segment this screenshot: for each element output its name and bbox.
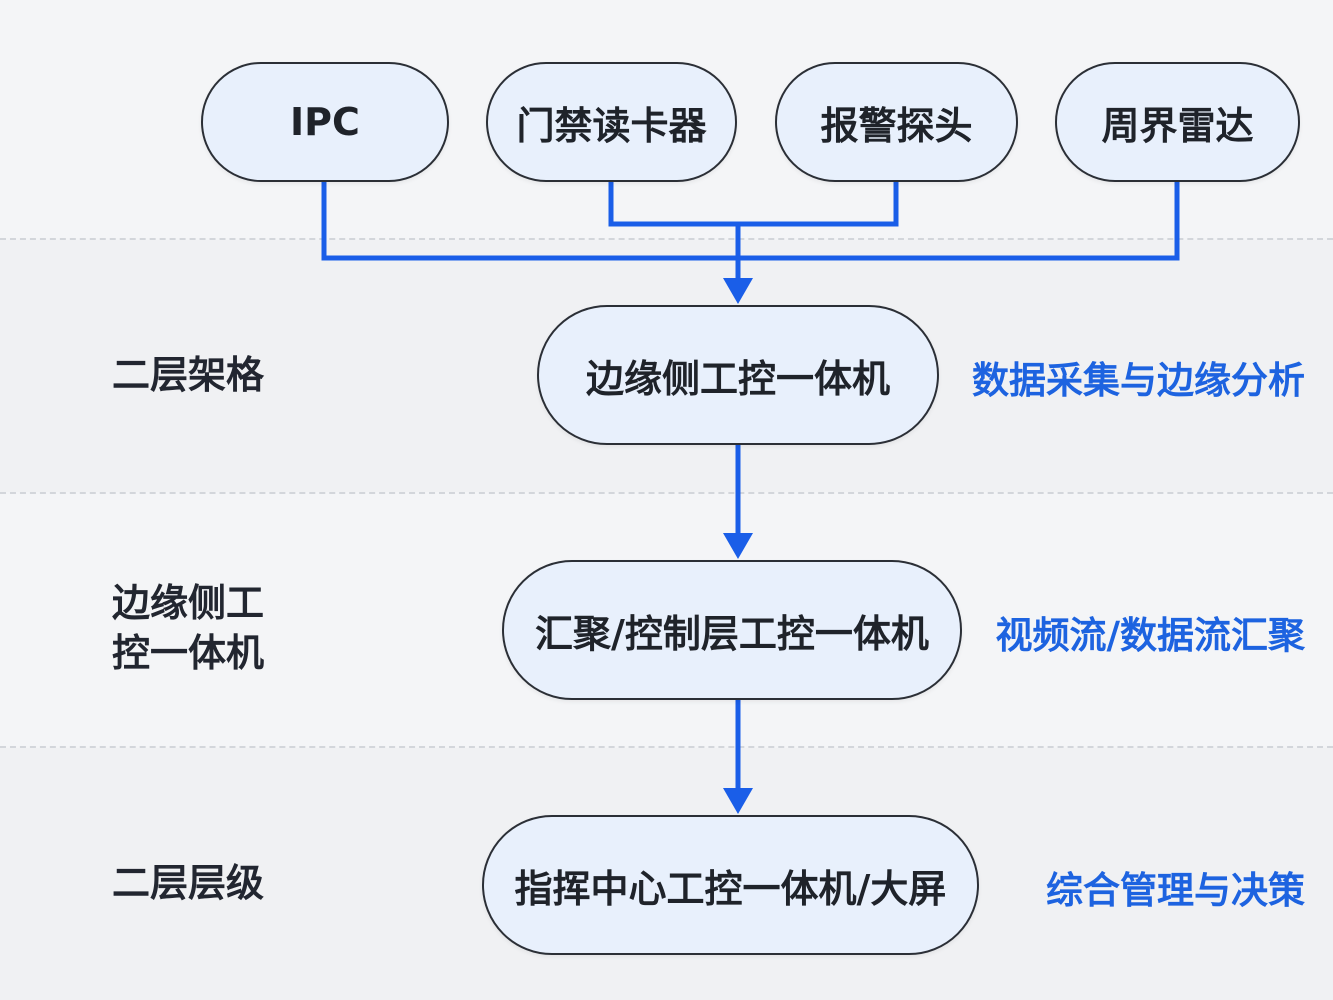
device-node-label: 报警探头 (820, 103, 973, 148)
device-node-label: 门禁读卡器 (516, 103, 707, 148)
layer-label-line: 二层层级 (112, 861, 265, 905)
device-node-label: 周界雷达 (1101, 103, 1254, 148)
side-note: 视频流/数据流汇聚 (995, 614, 1305, 657)
aggregation-node-label: 汇聚/控制层工控一体机 (535, 611, 929, 656)
aggregation-node: 汇聚/控制层工控一体机 (502, 560, 962, 700)
command-center-node-label: 指挥中心工控一体机/大屏 (514, 866, 947, 911)
layer-divider (0, 746, 1333, 748)
layer-label-line: 二层架格 (112, 353, 265, 397)
layer-label: 二层层级 (112, 858, 264, 908)
edge-node: 边缘侧工控一体机 (537, 305, 939, 445)
device-bus-inner-line (608, 182, 899, 227)
side-note: 综合管理与决策 (1046, 869, 1305, 912)
device-bus-outer-line (321, 182, 1180, 261)
arrow-to-aggregation-node (723, 533, 753, 559)
device-node-ipc: IPC (201, 62, 449, 182)
device-node-label: IPC (290, 100, 360, 144)
layer-label: 二层架格 (112, 350, 264, 400)
command-center-node: 指挥中心工控一体机/大屏 (482, 815, 979, 955)
arrow-to-command-center-node (723, 788, 753, 814)
device-node-alarm-detector: 报警探头 (775, 62, 1018, 182)
layer-divider (0, 492, 1333, 494)
arrow-to-edge-node (723, 278, 753, 304)
layer-label-line: 边缘侧工 (112, 581, 265, 625)
side-note: 数据采集与边缘分析 (972, 359, 1305, 402)
layer-label-line: 控一体机 (112, 631, 265, 675)
layer-divider (0, 238, 1333, 240)
device-node-card-reader: 门禁读卡器 (486, 62, 737, 182)
layer-label: 边缘侧工 控一体机 (112, 578, 264, 678)
device-node-perimeter-radar: 周界雷达 (1055, 62, 1300, 182)
edge-node-label: 边缘侧工控一体机 (585, 356, 890, 401)
